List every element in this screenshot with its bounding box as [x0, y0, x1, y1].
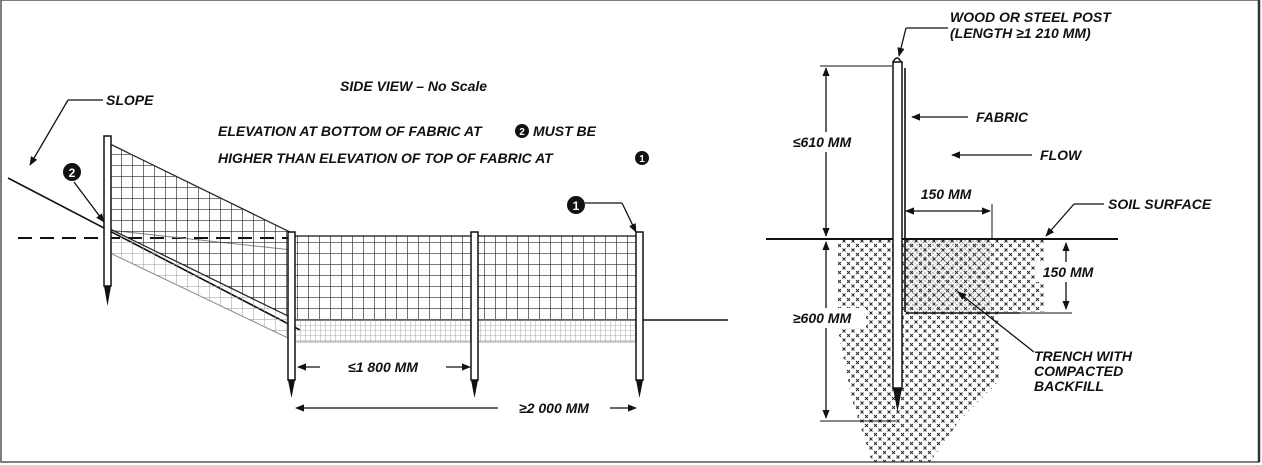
trench-width-label: 150 MM: [921, 186, 972, 202]
soil-surface-leader: [1045, 203, 1075, 237]
post-label-line1: WOOD OR STEEL POST: [950, 9, 1112, 25]
side-view-title: SIDE VIEW – No Scale: [340, 78, 487, 94]
overall-length-mask: [498, 398, 610, 418]
trench-label-line2: COMPACTED: [1034, 363, 1123, 379]
trench-depth-mask: [1036, 262, 1102, 282]
note-marker-1: 1: [635, 151, 649, 165]
svg-text:2: 2: [519, 127, 525, 138]
fabric-label: FABRIC: [976, 109, 1029, 125]
overall-length-label: ≥2 000 MM: [519, 400, 589, 416]
post-spacing-label: ≤1 800 MM: [348, 359, 418, 375]
below-ground-mask: [780, 308, 866, 328]
marker-1-badge: 1: [567, 196, 585, 214]
trench-leader: [957, 291, 1035, 353]
above-ground-mask: [782, 132, 862, 152]
note-marker-2: 2: [515, 124, 529, 138]
section-post: [892, 57, 903, 412]
slope-leader-arrow: [29, 99, 69, 166]
slope-label: SLOPE: [106, 92, 154, 108]
soil-mass: [838, 240, 1044, 462]
elevation-note-line1-a: ELEVATION AT BOTTOM OF FABRIC AT: [218, 123, 483, 139]
elevation-note-line1-b: MUST BE: [533, 123, 597, 139]
flow-label: FLOW: [1040, 147, 1083, 163]
post-label-leader: [897, 27, 907, 57]
elevation-note-line2: HIGHER THAN ELEVATION OF TOP OF FABRIC A…: [218, 150, 554, 166]
fence-post-3: [635, 231, 644, 398]
post-spacing-mask: [320, 357, 446, 377]
soil-surface-label: SOIL SURFACE: [1108, 196, 1212, 212]
marker-2-badge: 2: [63, 163, 81, 181]
trench-label-line3: BACKFILL: [1034, 378, 1104, 394]
side-view: SLOPE 2 1 SIDE VIEW – No Scale ELEVATION…: [7, 78, 728, 418]
fence-post-upslope: [103, 135, 112, 306]
fence-post-1: [287, 231, 296, 398]
marker-2-leader: [73, 181, 105, 223]
buried-fabric-band: [291, 319, 641, 343]
svg-text:2: 2: [69, 166, 76, 180]
marker-1-leader: [621, 202, 637, 233]
below-ground-label: ≥600 MM: [793, 310, 852, 326]
fabric-level-section: [291, 235, 641, 321]
svg-text:1: 1: [573, 199, 580, 213]
trench-label-line1: TRENCH WITH: [1034, 348, 1133, 364]
trench-depth-label: 150 MM: [1043, 264, 1094, 280]
section-view: WOOD OR STEEL POST (LENGTH ≥1 210 MM) FA…: [766, 9, 1212, 462]
trench-backfill: [906, 240, 992, 312]
post-label-line2: (LENGTH ≥1 210 MM): [950, 25, 1091, 41]
fence-post-2: [470, 231, 479, 398]
above-ground-label: ≤610 MM: [793, 134, 852, 150]
svg-text:1: 1: [639, 154, 645, 165]
